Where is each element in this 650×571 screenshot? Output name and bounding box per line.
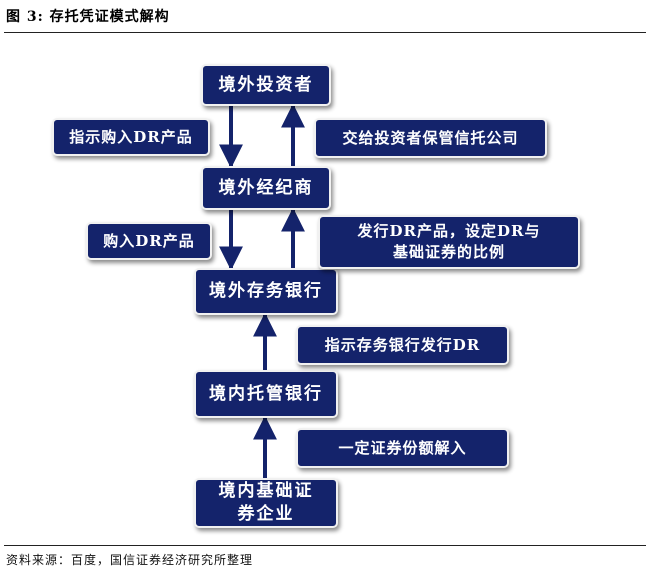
node-overseas-depositary-bank: 境外存务银行 — [194, 268, 338, 315]
label-instruct-bank-issue-dr: 指示存务银行发行DR — [296, 325, 509, 365]
label-issue-dr-set-ratio: 发行DR产品，设定DR与基础证券的比例 — [318, 215, 580, 269]
label-instruct-buy-dr: 指示购入DR产品 — [52, 118, 210, 156]
label-buy-dr: 购入DR产品 — [86, 222, 212, 260]
top-rule — [4, 32, 646, 33]
bottom-rule — [4, 545, 646, 546]
label-deposit-shares: 一定证券份额解入 — [296, 428, 509, 468]
node-overseas-investor: 境外投资者 — [201, 64, 331, 106]
figure-title: 图 3: 存托凭证模式解构 — [6, 9, 170, 25]
figure-source: 资料来源：百度，国信证券经济研究所整理 — [6, 553, 254, 567]
node-domestic-issuer: 境内基础证券企业 — [194, 478, 338, 528]
node-domestic-custodian-bank: 境内托管银行 — [194, 370, 338, 418]
label-hand-over-custody: 交给投资者保管信托公司 — [314, 118, 547, 158]
node-overseas-broker: 境外经纪商 — [201, 166, 331, 210]
